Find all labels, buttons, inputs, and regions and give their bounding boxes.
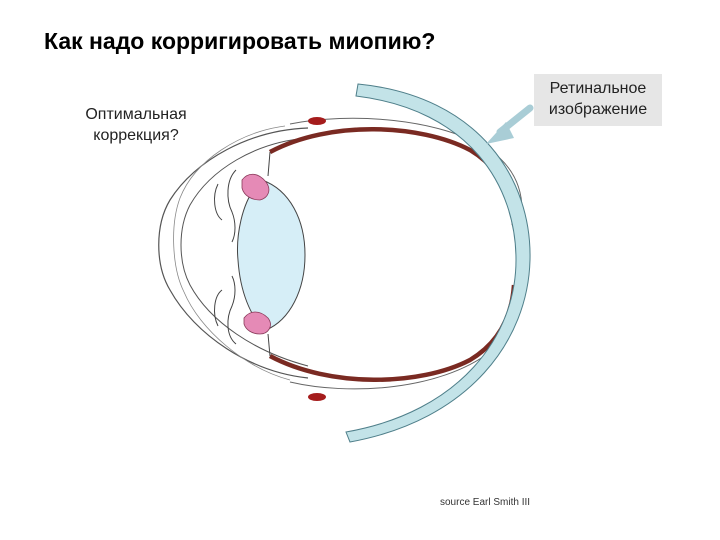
muscle-marker-upper <box>308 117 326 125</box>
source-credit: source Earl Smith III <box>440 497 530 508</box>
retinal-image-line1: Ретинальное <box>534 78 662 99</box>
optimal-correction-label: Оптимальная коррекция? <box>56 104 216 146</box>
retinal-image-line2: изображение <box>534 99 662 120</box>
zonule-upper <box>268 152 270 176</box>
slide-title: Как надо корригировать миопию? <box>44 28 435 55</box>
iris-lower <box>228 276 236 344</box>
iris-fold-upper <box>215 184 222 220</box>
muscle-marker-lower <box>308 393 326 401</box>
retinal-image-label: Ретинальное изображение <box>534 74 662 126</box>
iris-fold-lower <box>215 290 222 326</box>
optimal-correction-line1: Оптимальная <box>56 104 216 125</box>
optimal-correction-line2: коррекция? <box>56 125 216 146</box>
iris-upper <box>228 170 236 242</box>
ciliary-body-upper <box>242 174 269 200</box>
crystalline-lens <box>238 180 305 330</box>
retinal-image-pointer-arrow <box>486 108 530 144</box>
